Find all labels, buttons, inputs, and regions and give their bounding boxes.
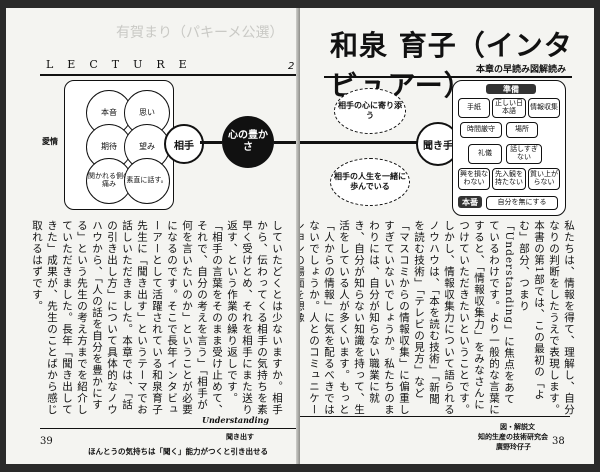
arrow-to-listener [300,141,418,144]
footer-rule-right [300,416,570,417]
item-self-empty: 自分を無にする [486,196,558,210]
credit-line-1: 図・解説文 [500,423,535,431]
footer-section: 聞き出す [226,433,254,441]
petal-sunao: 素直に話す。 [124,158,170,204]
arrow-left-link [200,141,222,144]
credit-line-2: 知的生産の技術研究会 [478,433,548,441]
page-number-left: 39 [40,436,53,447]
bubble-top: 相手の心に寄り添う [334,88,406,134]
item-research: 情報収集 [528,98,560,118]
item-mood: 興を損なわない [458,168,490,190]
title-rule [324,76,572,78]
prep-label: 準備 [486,84,536,94]
left-page: 有賀まり（パキーメ公選） LECTURE 2 愛情 本音 思い 期待 望み 関か… [6,8,300,464]
footer-rule [40,428,300,429]
lecture-heading: LECTURE [46,58,201,71]
item-punctual: 時間厳守 [460,122,502,138]
item-no-bias: 先入観を持たない [492,168,526,190]
arrow-right-link [274,141,300,144]
faint-header-text: 有賀まり（パキーメ公選） [116,25,284,41]
lecture-number: 2 [288,61,295,72]
center-circle: 心の豊かさ [222,116,274,168]
item-japanese: 正しい日本語 [492,98,526,118]
item-courtesy: 礼儀 [468,144,502,164]
loved-label: 愛情 [42,137,58,146]
main-label: 本番 [458,196,482,208]
item-letter: 手紙 [458,98,490,118]
credit-line-3: 廣野玲仔子 [496,443,531,451]
item-dont-talk-much: 話しすぎない [506,144,542,164]
item-not-overjoy: 質い上がらない [528,168,560,190]
item-place: 場所 [506,122,538,138]
page-subtitle: 本章の早読み図解読み [476,65,567,75]
page-number-right: 38 [552,436,565,447]
bubble-bottom: 相手の人生を一緒に歩んでいる [330,158,410,206]
left-body-text: していたどくとは少ないますか。相手から、伝わってくる相手の気持ちを素早く受けとめ… [31,220,283,416]
header-rule [40,74,300,76]
right-page: 和泉 育子（インタビュアー） 本章の早読み図解読み 相手の心に寄り添う 相手の人… [300,8,594,464]
footer-text: ほんとうの気持ちは「聞く」能力がつくと引き出せる [88,447,268,456]
partner-circle: 相手 [164,124,204,164]
right-body-text: 私たちは、情報を得て、理解し、自分なりの判断をしたうえで表現します。本書の第1部… [300,220,575,416]
understanding-label: Understanding [202,415,269,425]
